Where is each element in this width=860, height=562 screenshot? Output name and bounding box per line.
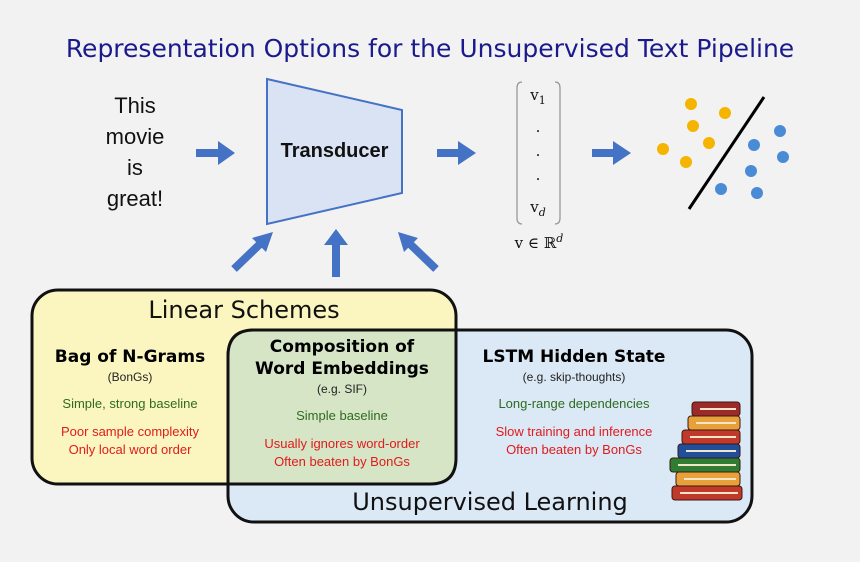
linear-schemes-right-edge xyxy=(228,330,458,486)
column-pro: Long-range dependencies xyxy=(498,396,650,411)
column-cons: Slow training and inference Often beaten… xyxy=(456,423,692,459)
column-bag-of-ngrams: Bag of N-Grams (BonGs) Simple, strong ba… xyxy=(32,346,228,459)
column-pro: Simple baseline xyxy=(296,408,388,423)
arrow-up-right-shaft xyxy=(407,241,439,272)
column-heading: Word Embeddings xyxy=(255,359,429,379)
vector-symbol: v xyxy=(530,86,539,104)
column-pro: Simple, strong baseline xyxy=(62,396,198,411)
vector-dot: . xyxy=(535,166,541,184)
unsupervised-top-left-edge xyxy=(226,328,456,484)
column-cons: Usually ignores word-order Often beaten … xyxy=(228,435,456,471)
decision-boundary xyxy=(687,96,766,210)
blue-point xyxy=(748,139,760,151)
vector-caption-main: v ∈ ℝ xyxy=(514,234,557,252)
column-cons: Poor sample complexity Only local word o… xyxy=(32,423,228,459)
blue-point xyxy=(777,151,789,163)
arrow-up-left-shaft xyxy=(231,241,263,272)
sentence-word: is xyxy=(127,155,143,180)
book-stack-icon xyxy=(669,401,743,501)
column-subtitle: (e.g. SIF) xyxy=(316,382,367,396)
linear-schemes-title: Linear Schemes xyxy=(148,296,340,324)
orange-point xyxy=(657,143,669,155)
column-heading: Bag of N-Grams xyxy=(54,347,206,367)
column-subtitle: (BonGs) xyxy=(107,370,153,384)
sentence-word: great! xyxy=(106,186,164,211)
orange-point xyxy=(685,98,697,110)
vector-subscript: 1 xyxy=(538,94,546,107)
column-lstm-hidden-state: LSTM Hidden State (e.g. skip-thoughts) L… xyxy=(456,346,692,459)
vector-caption-sup: d xyxy=(556,232,564,245)
vector-right-bracket xyxy=(554,81,561,225)
vector-dot: . xyxy=(535,118,541,136)
column-heading: LSTM Hidden State xyxy=(482,347,666,367)
arrow-up-center xyxy=(324,229,348,277)
column-con: Slow training and inference xyxy=(495,424,653,439)
column-con: Poor sample complexity xyxy=(61,424,199,439)
blue-point xyxy=(774,125,786,137)
blue-point xyxy=(751,187,763,199)
blue-point xyxy=(715,183,727,195)
vector-dot: . xyxy=(535,142,541,160)
column-subtitle: (e.g. skip-thoughts) xyxy=(522,370,626,384)
column-con: Usually ignores word-order xyxy=(264,436,420,451)
diagram-title: Representation Options for the Unsupervi… xyxy=(65,34,795,63)
vector-caption: v ∈ ℝd xyxy=(494,232,584,252)
input-sentence: This movie is great! xyxy=(80,90,190,214)
arrow-sentence-to-transducer xyxy=(196,141,235,165)
vector-entry-top: v1 xyxy=(518,86,558,107)
vector-entry-bottom: vd xyxy=(518,198,558,219)
sentence-word: movie xyxy=(105,124,165,149)
column-word-embeddings: Composition of Word Embeddings (e.g. SIF… xyxy=(228,336,456,471)
blue-point xyxy=(745,165,757,177)
orange-point xyxy=(680,156,692,168)
orange-point xyxy=(687,120,699,132)
vector-left-bracket xyxy=(516,81,523,225)
column-con: Often beaten by BonGs xyxy=(506,442,642,457)
vector-subscript: d xyxy=(538,206,546,219)
orange-point xyxy=(703,137,715,149)
sentence-word: This xyxy=(114,93,156,118)
arrow-transducer-to-vector xyxy=(437,141,476,165)
arrow-up-left-head xyxy=(252,232,273,252)
unsupervised-learning-title: Unsupervised Learning xyxy=(352,488,628,516)
transducer-shape xyxy=(266,77,403,226)
arrow-vector-to-classifier xyxy=(592,141,631,165)
orange-point xyxy=(719,107,731,119)
column-con: Only local word order xyxy=(68,442,192,457)
arrow-up-right-head xyxy=(398,232,418,252)
column-con: Often beaten by BonGs xyxy=(274,454,410,469)
transducer-label: Transducer xyxy=(280,140,389,162)
vector-symbol: v xyxy=(530,198,539,216)
overlap-region xyxy=(228,330,456,484)
column-heading: Composition of xyxy=(269,337,415,357)
